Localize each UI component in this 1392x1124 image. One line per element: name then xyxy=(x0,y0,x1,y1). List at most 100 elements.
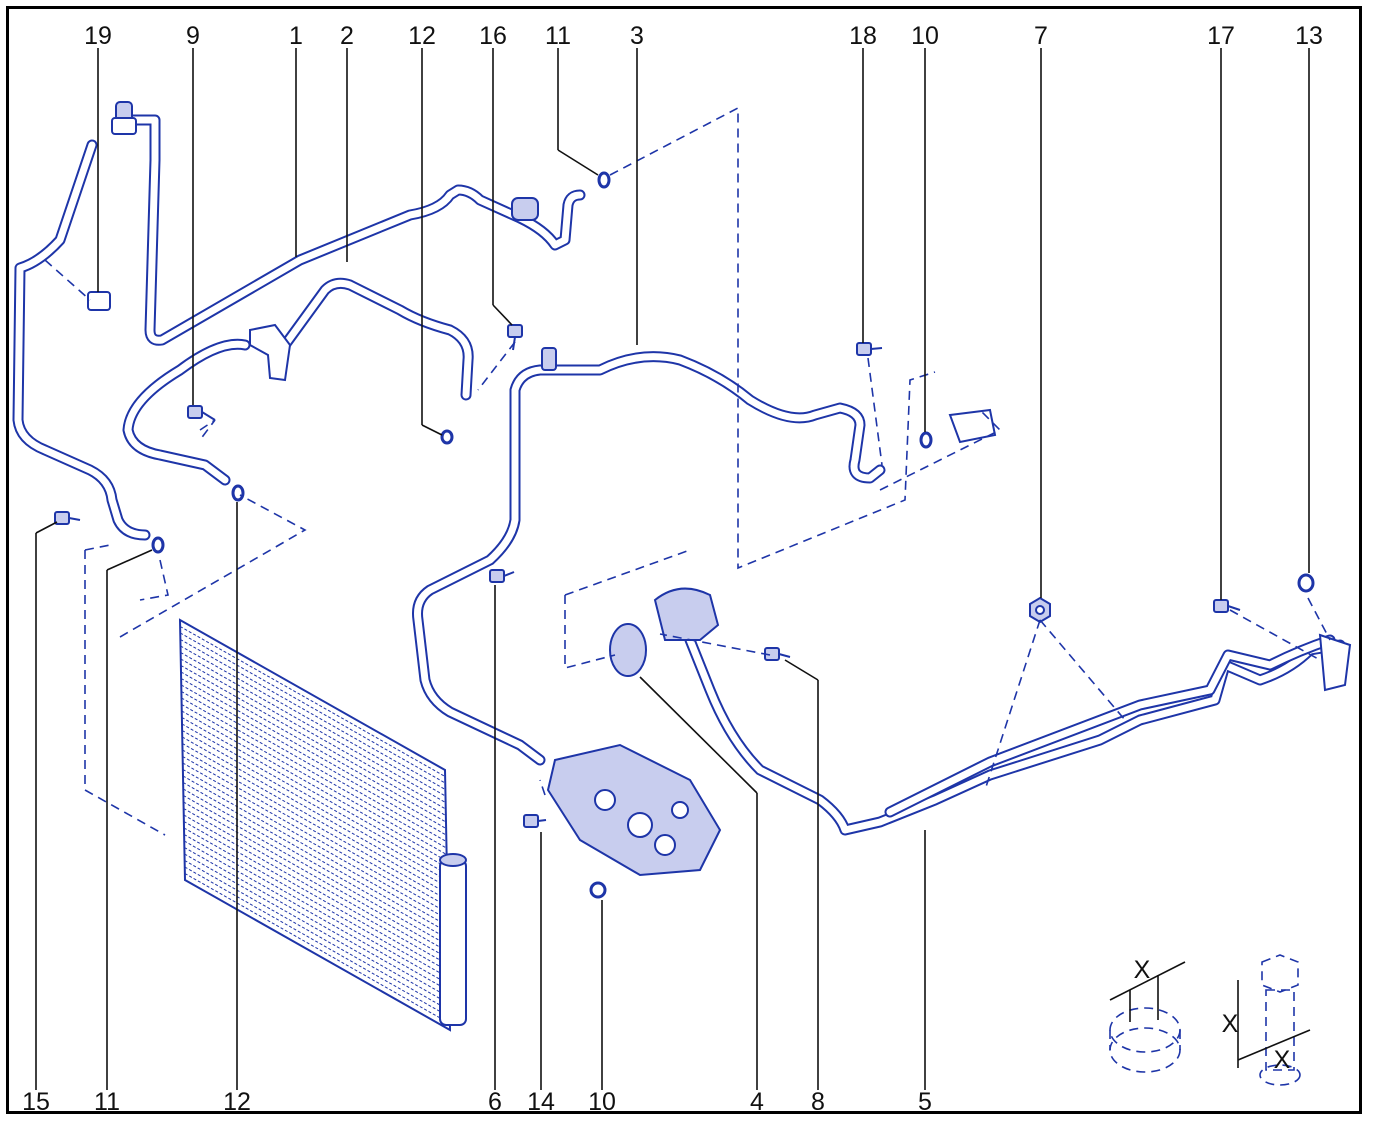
callout-8: 8 xyxy=(811,1088,825,1116)
condenser-fin-line xyxy=(182,756,448,907)
condenser-fin-line xyxy=(182,743,448,894)
service-valve xyxy=(541,347,557,371)
callout-14: 14 xyxy=(527,1088,555,1116)
callout-1: 1 xyxy=(289,22,303,50)
leader-lines xyxy=(35,48,1310,1090)
condenser-fin-line xyxy=(183,808,449,959)
callout-12-bottom: 12 xyxy=(223,1088,251,1116)
callout-7: 7 xyxy=(1034,22,1048,50)
bolt-6 xyxy=(489,569,515,583)
o-ring-10-top xyxy=(919,431,933,449)
bolt-9 xyxy=(187,405,216,421)
pipe-1 xyxy=(119,114,586,346)
condenser-fin-line xyxy=(184,840,450,992)
condenser-fin-line xyxy=(182,749,448,901)
callout-15: 15 xyxy=(22,1088,50,1116)
condenser-fin-line xyxy=(182,782,449,933)
nut-7 xyxy=(1029,596,1051,624)
diagram-frame xyxy=(6,6,1362,1114)
end-fitting xyxy=(1318,633,1352,692)
bolt-17 xyxy=(1213,599,1241,613)
condenser-fin-line xyxy=(184,873,451,1024)
condenser-fin-line xyxy=(182,736,448,888)
callout-11: 11 xyxy=(545,22,571,50)
callout-9: 9 xyxy=(186,22,200,50)
condenser-fin-line xyxy=(180,645,446,797)
condenser-fin-line xyxy=(182,769,449,920)
bottom-callouts: 15 11 12 6 14 10 4 8 5 xyxy=(22,1088,932,1116)
pipe-5 xyxy=(684,634,1346,836)
callout-6: 6 xyxy=(488,1088,502,1116)
o-ring-11-bottom xyxy=(151,536,165,554)
callout-19: 19 xyxy=(84,22,112,50)
expansion-valve-cover xyxy=(609,587,720,677)
clip-19 xyxy=(87,291,111,311)
o-ring-12-bottom xyxy=(231,484,245,502)
bolt-15 xyxy=(54,511,81,525)
condenser-fin-line xyxy=(180,665,447,816)
dimension-x-nut: X xyxy=(1134,956,1151,984)
bolt-14 xyxy=(523,814,547,828)
condenser-fin-line xyxy=(180,632,446,784)
callout-18: 18 xyxy=(849,22,877,50)
o-ring-12-top xyxy=(440,429,454,445)
top-callouts: 19 9 1 2 12 16 11 3 18 10 7 17 13 xyxy=(84,22,1323,50)
bolt-torque-symbol: X X xyxy=(1222,954,1311,1086)
callout-10-bottom: 10 xyxy=(588,1088,616,1116)
pressure-switch xyxy=(111,101,137,135)
o-ring-13 xyxy=(1297,573,1315,593)
pipe-2 xyxy=(122,277,474,486)
bracket-2 xyxy=(249,323,292,382)
condenser-fin-line xyxy=(180,671,447,823)
condenser-fin-line xyxy=(183,821,450,972)
condenser-fin-line xyxy=(180,639,446,790)
condenser xyxy=(178,618,467,1032)
compressor xyxy=(546,743,722,877)
explode-lines xyxy=(44,106,1331,836)
callout-13: 13 xyxy=(1295,22,1323,50)
condenser-fin-line xyxy=(181,730,448,881)
callout-2: 2 xyxy=(340,22,354,50)
callout-16: 16 xyxy=(479,22,507,50)
pressure-sensor xyxy=(511,197,539,221)
bolt-16 xyxy=(507,324,523,351)
condenser-fin-line xyxy=(183,801,449,953)
condenser-fin-line xyxy=(181,684,447,836)
condenser-fin-line xyxy=(181,691,447,842)
condenser-fin-line xyxy=(180,678,447,829)
condenser-fin-line xyxy=(182,775,449,927)
callout-10: 10 xyxy=(911,22,939,50)
condenser-fin-line xyxy=(183,827,450,979)
condenser-fin-line xyxy=(180,652,446,803)
condenser-fin-line xyxy=(182,762,448,914)
o-ring-11-top xyxy=(597,171,611,189)
condenser-fin-line xyxy=(181,704,447,855)
nut-torque-symbol: X xyxy=(1109,956,1186,1073)
condenser-fin-line xyxy=(184,860,450,1011)
callout-11-bottom: 11 xyxy=(94,1088,120,1116)
bolt-18 xyxy=(856,342,883,356)
pipe-3 xyxy=(412,351,886,766)
callout-12: 12 xyxy=(408,22,436,50)
condenser-fin-line xyxy=(184,866,450,1018)
dimension-x-bolt-diameter: X xyxy=(1274,1046,1291,1074)
condenser-fin-line xyxy=(181,723,448,875)
condenser-fin-line xyxy=(184,847,450,998)
o-ring-10-bottom xyxy=(589,881,607,899)
condenser-fin-line xyxy=(181,717,448,868)
condenser-fin-line xyxy=(179,626,446,777)
callout-3: 3 xyxy=(630,22,644,50)
callout-4: 4 xyxy=(750,1088,764,1116)
condenser-fin-line xyxy=(183,795,449,946)
dimension-x-bolt-length: X xyxy=(1222,1010,1239,1038)
connector-block xyxy=(948,408,997,444)
condenser-fin-line xyxy=(181,697,447,849)
condenser-fin-line xyxy=(180,658,446,810)
condenser-fin-line xyxy=(183,834,450,985)
condenser-fin-line xyxy=(183,814,449,966)
condenser-fin-line xyxy=(184,853,450,1005)
callout-5: 5 xyxy=(918,1088,932,1116)
condenser-fin-line xyxy=(181,710,447,862)
condenser-fin-line xyxy=(183,788,449,940)
